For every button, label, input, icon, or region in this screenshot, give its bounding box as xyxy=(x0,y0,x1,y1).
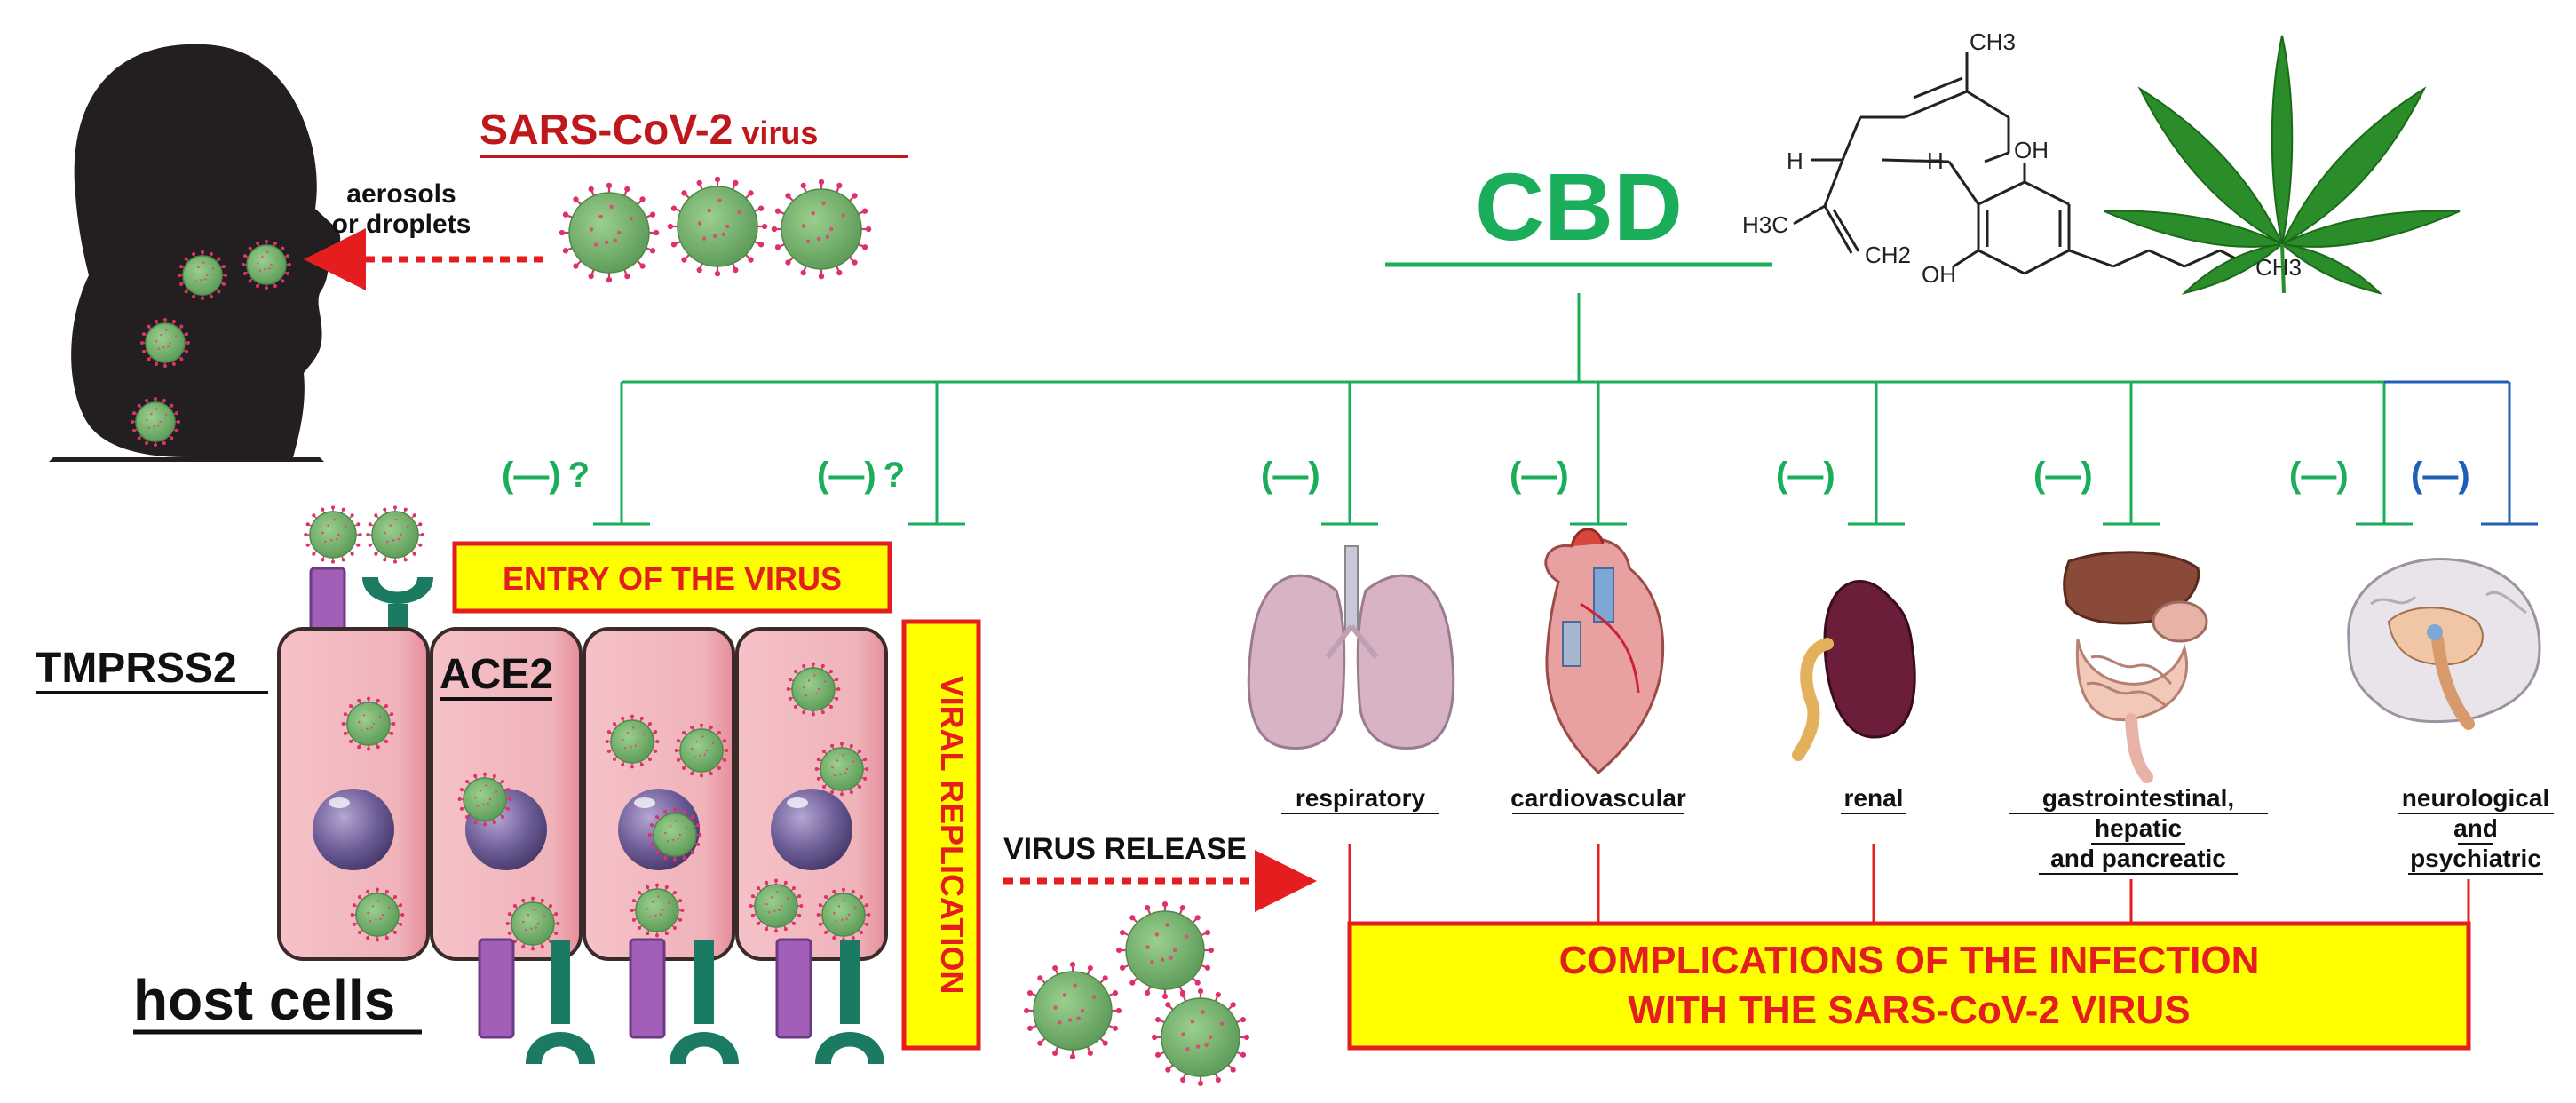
virus-particle xyxy=(341,696,396,751)
virus-particle xyxy=(630,883,685,938)
virus-particle xyxy=(1116,901,1215,1000)
inhibition-label: (—) xyxy=(2033,456,2093,495)
virus-particle xyxy=(178,250,227,300)
virus-release-label: VIRUS RELEASE xyxy=(1003,832,1247,866)
complications-line1: COMPLICATIONS OF THE INFECTION xyxy=(1559,939,2260,982)
transmission-route-line1: aerosols xyxy=(346,179,456,209)
ace2-receptor xyxy=(526,940,595,1064)
inhibition-label: (—)? xyxy=(817,456,905,495)
ace2-label: ACE2 xyxy=(440,651,553,698)
organ-label-respiratory: respiratory xyxy=(1296,784,1426,812)
inhibition-label: (—) xyxy=(1776,456,1835,495)
brain-icon xyxy=(2347,558,2541,730)
organ-label-neuro-line3: psychiatric xyxy=(2410,845,2541,872)
host-cell xyxy=(735,627,888,961)
virus-particle xyxy=(814,742,869,797)
entry-of-the-virus-label: ENTRY OF THE VIRUS xyxy=(503,560,842,597)
virus-particle xyxy=(605,714,660,769)
virus-particle xyxy=(647,807,702,862)
inhibition-label: (—)? xyxy=(502,456,590,495)
inhibition-label: (—) xyxy=(2289,456,2349,495)
virus-title: SARS-CoV-2 virus xyxy=(480,107,818,154)
svg-text:CH3: CH3 xyxy=(1970,28,2016,55)
complications-line2: WITH THE SARS-CoV-2 VIRUS xyxy=(1628,988,2190,1032)
cannabis-leaf-icon xyxy=(2104,35,2461,295)
virus-particle xyxy=(1024,962,1122,1060)
organ-label-cardiovascular: cardiovascular xyxy=(1510,784,1686,812)
host-cells-label: host cells xyxy=(133,968,395,1032)
organ-label-gi-line3: and pancreatic xyxy=(2050,845,2226,872)
complication-connector-lines xyxy=(1348,844,2470,924)
organ-labels: respiratory cardiovascular renal gastroi… xyxy=(1281,784,2554,875)
transmission-route-line2: or droplets xyxy=(332,210,472,239)
cbd-branch-lines xyxy=(593,293,2413,526)
tmprss2-receptor xyxy=(775,938,812,1039)
virus-particle xyxy=(786,662,841,717)
svg-text:OH: OH xyxy=(2014,137,2049,163)
entry-of-the-virus-box xyxy=(452,541,892,614)
virus-particle xyxy=(749,878,804,933)
host-cell xyxy=(277,627,430,961)
svg-text:CH2: CH2 xyxy=(1865,242,1911,268)
inhibition-labels: (—)? (—)? (—) (—) (—) (—) (—) (—) xyxy=(502,456,2470,495)
viral-replication-box xyxy=(901,619,981,1051)
virus-particle xyxy=(1152,988,1250,1087)
ace2-receptor xyxy=(815,940,884,1064)
virus-particle xyxy=(674,723,729,778)
virus-particle xyxy=(350,887,405,942)
svg-text:OH: OH xyxy=(1922,261,1956,288)
kidney-icon xyxy=(1792,580,1916,761)
virus-particle xyxy=(816,887,871,942)
organ-label-neuro-line2: and xyxy=(2453,814,2498,842)
heart-icon xyxy=(1544,528,1665,775)
virus-particle xyxy=(304,505,362,564)
virus-particle xyxy=(771,179,872,280)
tmprss2-receptor xyxy=(629,938,666,1039)
virus-particle xyxy=(505,896,560,951)
blue-branch-line xyxy=(2384,380,2538,526)
inhibition-label: (—) xyxy=(1261,456,1320,495)
organ-label-gi-line2: hepatic xyxy=(2095,814,2182,842)
svg-text:H: H xyxy=(1787,147,1803,174)
virus-particle xyxy=(366,505,424,564)
inhibition-label: (—) xyxy=(1510,456,1569,495)
virus-particle xyxy=(559,182,660,283)
virus-particle xyxy=(140,318,190,368)
inhibition-label: (—) xyxy=(2411,456,2470,495)
organ-label-renal: renal xyxy=(1844,784,1904,812)
virus-particle xyxy=(667,176,768,277)
head-silhouette-icon xyxy=(49,44,341,462)
cbd-label: CBD xyxy=(1475,153,1683,260)
svg-text:H3C: H3C xyxy=(1742,211,1788,238)
svg-text:H: H xyxy=(1927,147,1944,174)
tmprss2-label: TMPRSS2 xyxy=(36,645,237,692)
viral-replication-label: VIRAL REPLICATION xyxy=(934,676,971,995)
organ-label-neuro-line1: neurological xyxy=(2402,784,2549,812)
virus-particle xyxy=(131,397,180,447)
ace2-receptor xyxy=(670,940,739,1064)
virus-particle xyxy=(242,240,291,290)
lungs-icon xyxy=(1247,545,1455,750)
cbd-structure-atom-labels: CH3 OH H H H3C CH2 OH CH3 xyxy=(1742,28,2302,288)
gastrointestinal-icon xyxy=(2063,551,2208,783)
organ-label-gi-line1: gastrointestinal, xyxy=(2042,784,2234,812)
tmprss2-receptor xyxy=(478,938,515,1039)
complications-box xyxy=(1347,921,2471,1051)
cbd-molecule-structure xyxy=(1793,52,2252,275)
virus-particle xyxy=(457,772,512,827)
